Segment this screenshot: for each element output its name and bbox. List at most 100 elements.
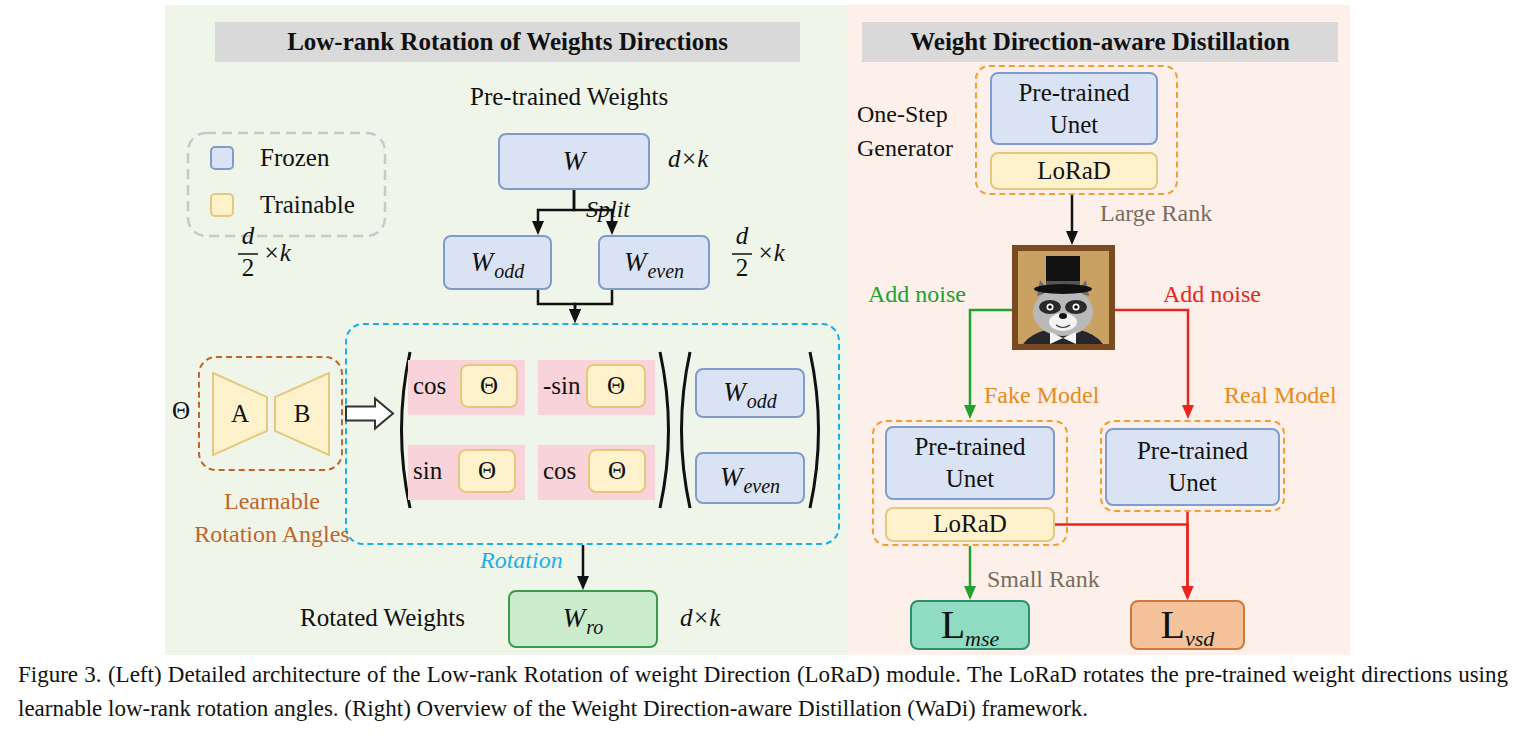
symbol: W [624,247,647,277]
arrow-head [569,309,581,323]
lora-b-matrix: B [274,372,330,456]
symbol: W [723,377,746,407]
unet-box: Pre-trained Unet [885,426,1055,500]
node-text: Learnable Rotation Angles [186,485,358,551]
formula: Lvsd [1161,602,1215,648]
node-text: cos [543,457,576,486]
symbol-label: Θ [172,397,190,426]
matrix-cell: -sinΘ [538,360,655,415]
dimension-label: 2 [732,254,752,283]
legend-frame [188,133,385,236]
raccoon-image [1012,245,1115,376]
node-text: A [231,400,249,429]
formula: Wodd [723,377,777,408]
dimension-label: d×k [668,145,708,174]
node-text: B [294,400,311,429]
edge-label: Small Rank [987,566,1100,594]
node-text: Θ [608,457,626,486]
fake-model-group: Fake ModelPre-trained UnetLoRaD [872,420,1068,546]
noise-arrow [1115,310,1188,406]
connector [577,545,589,590]
weight-box: W [498,133,650,190]
unet-box: Pre-trained Unet [1105,428,1280,506]
connector [1182,512,1194,600]
node-text: cos [413,372,446,401]
arrow-head [964,405,976,419]
arrow-head [532,221,544,235]
symbol: W [563,146,586,176]
panel-title: Weight Direction-aware Distillation [862,22,1338,62]
dimension-label: d×k [680,604,720,633]
symbol: L [1161,602,1185,647]
formula: Weven [720,462,780,493]
subscript: odd [747,390,777,412]
subscript: ro [586,616,603,638]
raccoon-mask [1039,300,1061,314]
dimension-label: d [238,222,258,251]
raccoon-mouth [1056,325,1070,328]
symbol: W [720,462,743,492]
raccoon-muzzle [1049,313,1077,331]
picture-background [1018,251,1109,344]
formula: W [563,146,586,177]
node-text: Rotation [480,547,563,575]
legend-swatch [210,193,234,217]
hollow-arrow [346,399,393,429]
raccoon-eye [1047,304,1054,311]
generator-group: One-Step GeneratorPre-trained UnetLoRaD [975,65,1178,195]
lorad-box: LoRaD [885,507,1055,542]
arrow-head [964,586,976,600]
right-panel [848,5,1350,655]
connector [569,290,612,323]
subscript: odd [494,260,524,282]
node-text: Real Model [1224,382,1337,410]
hat-brim [1034,284,1092,294]
connector-line [582,545,585,576]
dimension-label: ×k [757,239,785,268]
node-text: One-Step Generator [857,97,975,165]
connector-line [969,546,972,586]
angle-value: Θ [588,449,646,493]
loss-box: Lvsd [1130,600,1245,650]
matrix-cell: sinΘ [408,445,525,500]
panel-title: Low-rank Rotation of Weights Directions [215,22,800,62]
formula: Wro [563,603,604,634]
lora-a-matrix: A [212,372,268,456]
arrow-head [606,221,618,235]
raccoon-pupil [1074,305,1078,309]
note-label: Add noise [868,281,966,309]
heading-label: Rotated Weights [300,604,465,633]
bow-tie [1050,332,1063,344]
connector-line [538,290,575,309]
matrix-bracket [810,352,819,508]
left-panel [165,5,848,655]
node-text: -sin [543,372,581,401]
connector-line [575,290,612,309]
note-label: Add noise [1163,281,1261,309]
node-text: Pre-trained Unet [1123,435,1263,499]
node-text: Low-rank Rotation of Weights Directions [287,28,728,57]
raccoon-pupil [1048,305,1052,309]
dimension-label: d [732,222,752,251]
raccoon-eye [1073,304,1080,311]
symbol: W [471,247,494,277]
matrix-cell: cos Θ [408,360,525,415]
angle-value: Θ [460,364,518,408]
subscript: vsd [1185,626,1214,651]
top-hat [1046,256,1080,288]
node-text: Θ [478,457,496,486]
node-text: Θ [480,372,498,401]
node-text: Weight Direction-aware Distillation [910,28,1290,57]
formula: Wodd [471,247,525,278]
connector-line [538,190,574,221]
dimension-label: 2 [238,254,258,283]
weight-half-box: Wodd [443,235,552,290]
arrow-head [577,576,589,590]
rotation-angle-group: Learnable Rotation AnglesAB [198,356,343,471]
weight-half-box: Wodd [695,368,805,418]
arrow-head [1182,586,1194,600]
arrow-head [569,309,581,323]
arrow-head [1066,231,1078,245]
formula: Lmse [941,602,1000,648]
